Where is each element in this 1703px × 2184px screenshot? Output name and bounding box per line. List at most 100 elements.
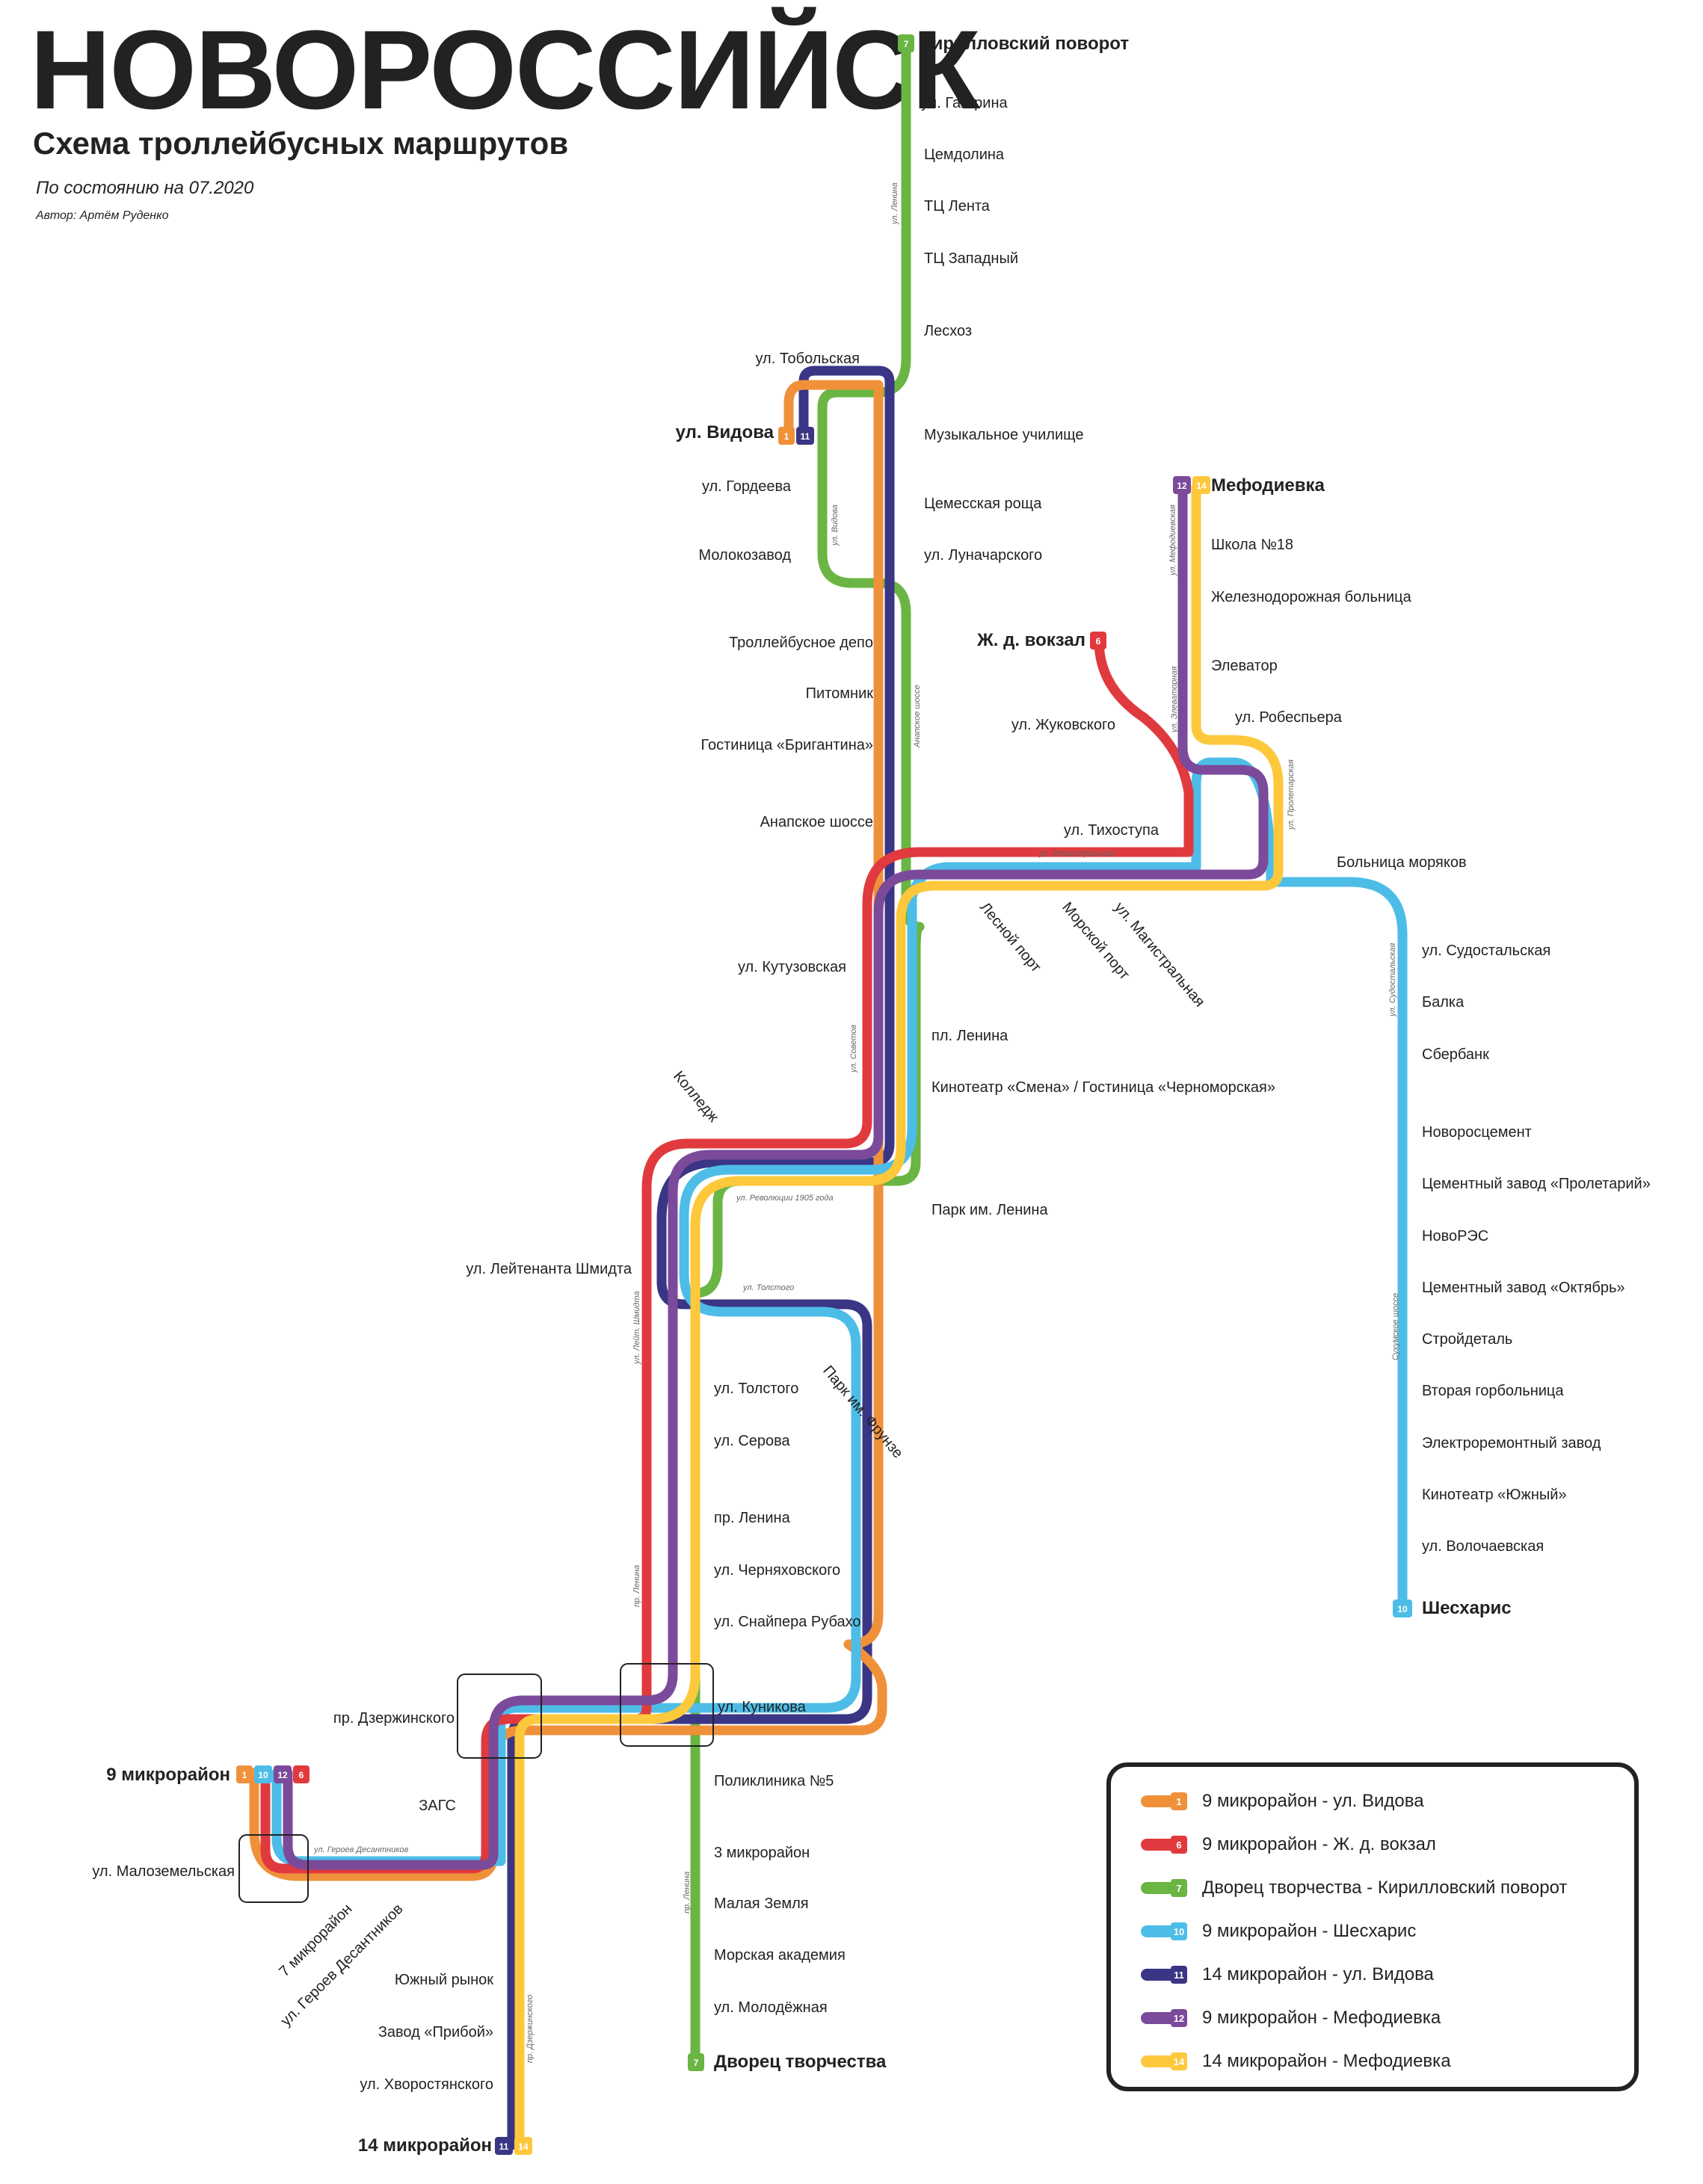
station-elevator[interactable]: Элеватор [1211,658,1278,674]
station-parkLenina[interactable]: Парк им. Ленина [931,1202,1048,1218]
badge-vidova-1[interactable]: 1 [778,427,795,445]
station-brigantina[interactable]: Гостиница «Бригантина» [701,737,874,753]
svg-text:10: 10 [258,1770,268,1780]
badge-mikro9-6[interactable]: 6 [293,1765,310,1783]
station-gorbolnica2[interactable]: Вторая горбольница [1422,1383,1564,1399]
station-shmidta[interactable]: ул. Лейтенанта Шмидта [466,1261,632,1277]
station-depo[interactable]: Троллейбусное депо [729,635,873,651]
station-hvorost[interactable]: ул. Хворостянского [360,2076,493,2093]
badge-mikro14-14[interactable]: 14 [514,2137,532,2155]
badge-mefod-14[interactable]: 14 [1192,476,1210,494]
station-dzerzh[interactable]: пр. Дзержинского [333,1710,455,1727]
station-gordeeva[interactable]: ул. Гордеева [702,478,792,495]
legend-label-14: 14 микрорайон - Мефодиевка [1202,2051,1451,2071]
station-novocement[interactable]: Новоросцемент [1422,1124,1532,1141]
station-malzemlya[interactable]: Малая Земля [714,1895,809,1912]
svg-text:14: 14 [518,2141,529,2152]
badge-vidova-11[interactable]: 11 [796,427,814,445]
station-mefodievka[interactable]: Мефодиевка [1211,475,1325,496]
station-kirill[interactable]: Кирилловский поворот [921,34,1129,54]
svg-text:1: 1 [784,431,789,442]
station-plLenina[interactable]: пл. Ленина [931,1028,1008,1044]
station-molokozavod[interactable]: Молокозавод [698,547,791,564]
street-anapskoe: Анапское шоссе [913,685,922,748]
badge-shesharis-10[interactable]: 10 [1393,1600,1412,1617]
station-zhdvokzal[interactable]: Ж. д. вокзал [976,630,1085,650]
station-proletariy[interactable]: Цементный завод «Пролетарий» [1422,1176,1651,1192]
legend-badge-7: 7 [1171,1879,1187,1897]
station-malozem[interactable]: ул. Малоземельская [92,1863,235,1880]
badge-mikro9-1[interactable]: 1 [236,1765,253,1783]
station-muzuch[interactable]: Музыкальное училище [924,427,1083,443]
station-smena[interactable]: Кинотеатр «Смена» / Гостиница «Черноморс… [931,1079,1275,1096]
station-tobolskaya[interactable]: ул. Тобольская [756,351,860,367]
legend-label-12: 9 микрорайон - Мефодиевка [1202,2008,1441,2028]
station-molodezhnaya[interactable]: ул. Молодёжная [714,1999,828,2016]
station-dvorec[interactable]: Дворец творчества [714,2052,887,2072]
station-mikro3[interactable]: 3 микрорайон [714,1845,810,1861]
station-shesharis[interactable]: Шесхарис [1422,1598,1512,1618]
station-chernyah[interactable]: ул. Черняховского [714,1562,840,1579]
badge-mefod-12[interactable]: 12 [1173,476,1191,494]
station-sberbank[interactable]: Сбербанк [1422,1046,1489,1063]
station-snaipera[interactable]: ул. Снайпера Рубахо [714,1614,860,1630]
station-zhukovskogo[interactable]: ул. Жуковского [1011,717,1115,733]
station-lesport[interactable]: Лесной порт [976,899,1044,975]
badge-dvorec-7[interactable]: 7 [688,2053,704,2071]
transfer-box-kunikova [620,1663,714,1747]
station-moryakov[interactable]: Больница моряков [1337,854,1467,871]
station-oktyabr[interactable]: Цементный завод «Октябрь» [1422,1280,1625,1296]
station-morakad[interactable]: Морская академия [714,1947,846,1964]
station-yuzhny[interactable]: Кинотеатр «Южный» [1422,1487,1567,1503]
legend-swatch-14: 14 [1141,2052,1187,2070]
station-sudostalskaya[interactable]: ул. Судостальская [1422,943,1550,959]
station-pitomnik[interactable]: Питомник [806,685,874,702]
station-kutuzovskaya[interactable]: ул. Кутузовская [738,959,846,975]
station-leshoz[interactable]: Лесхоз [924,323,972,339]
station-lunach[interactable]: ул. Луначарского [924,547,1042,564]
station-magistralnaya[interactable]: ул. Магистральная [1111,899,1208,1010]
station-yuzhrynok[interactable]: Южный рынок [395,1972,493,1988]
station-anapshosse[interactable]: Анапское шоссе [760,814,873,830]
station-kolledzh[interactable]: Колледж [670,1068,722,1126]
station-kunikova[interactable]: ул. Куникова [718,1699,807,1715]
station-mikro14[interactable]: 14 микрорайон [358,2135,492,2156]
station-elremzavod[interactable]: Электроремонтный завод [1422,1435,1601,1452]
station-robespiera[interactable]: ул. Робеспьера [1235,709,1343,726]
station-roscha[interactable]: Цемесская роща [924,496,1042,512]
station-poliklinika5[interactable]: Поликлиника №5 [714,1773,834,1789]
station-lenta[interactable]: ТЦ Лента [924,198,991,215]
station-shkola18[interactable]: Школа №18 [1211,537,1293,553]
street-sovetov: ул. Советов [849,1025,858,1073]
badge-zhd-6[interactable]: 6 [1090,632,1106,650]
badge-kirill-7[interactable]: 7 [898,34,914,52]
station-tihostupa[interactable]: ул. Тихоступа [1064,822,1160,839]
station-zapadny[interactable]: ТЦ Западный [924,250,1018,267]
station-priboy[interactable]: Завод «Прибой» [378,2024,493,2040]
badge-mikro9-12[interactable]: 12 [274,1765,292,1783]
badge-mikro14-11[interactable]: 11 [495,2137,513,2155]
legend-swatch-1: 1 [1141,1792,1187,1810]
station-serova[interactable]: ул. Серова [714,1433,791,1449]
station-novores[interactable]: НовоРЭС [1422,1228,1488,1244]
svg-text:12: 12 [1177,481,1187,491]
station-prLenina[interactable]: пр. Ленина [714,1510,791,1526]
legend-badge-14: 14 [1171,2052,1187,2070]
station-gagarina[interactable]: ул. Гагарина [921,95,1008,111]
station-volochaevskaya[interactable]: ул. Волочаевская [1422,1538,1544,1555]
station-tolstogo[interactable]: ул. Толстого [714,1381,798,1397]
station-zags[interactable]: ЗАГС [419,1798,456,1814]
street-dzerzh: пр. Дзержинского [526,1995,535,2063]
station-vidova[interactable]: ул. Видова [676,422,774,442]
station-balka[interactable]: Балка [1422,994,1465,1011]
street-prLenina-south: пр. Ленина [683,1872,692,1913]
route-12-line [283,482,1269,1870]
badge-mikro9-10[interactable]: 10 [254,1765,272,1783]
station-zhdbolnica[interactable]: Железнодорожная больница [1211,589,1412,605]
station-mikro9[interactable]: 9 микрорайон [106,1765,230,1785]
station-stroidetal[interactable]: Стройдеталь [1422,1331,1512,1348]
station-cemdolina[interactable]: Цемдолина [924,146,1005,163]
legend-swatch-7: 7 [1141,1879,1187,1897]
